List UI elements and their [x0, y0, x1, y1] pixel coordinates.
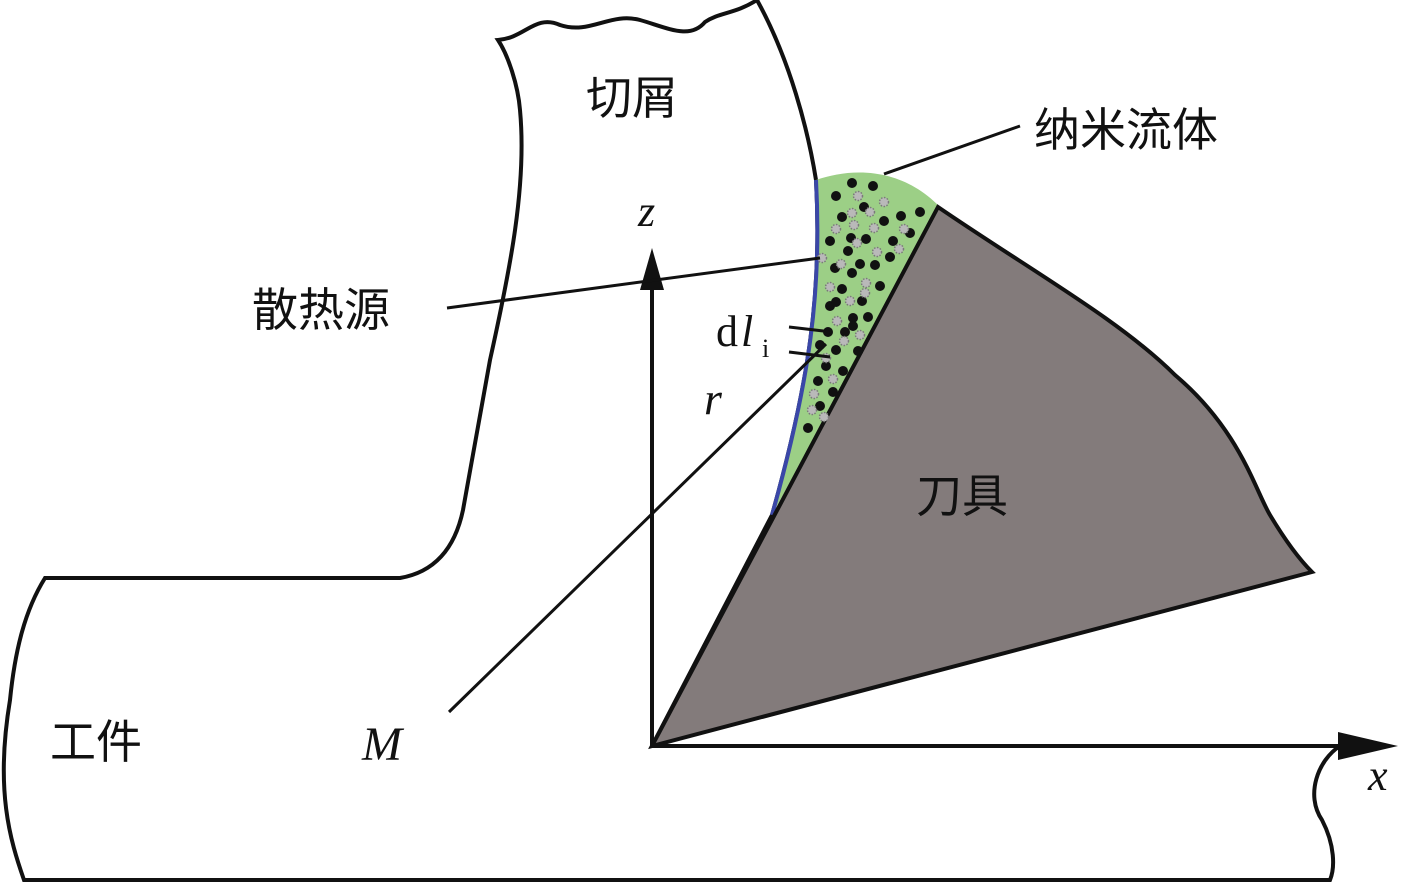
- particle-dot: [825, 236, 835, 246]
- x-axis-label: x: [1367, 751, 1388, 800]
- particle-dot: [875, 281, 885, 291]
- tool-label: 刀具: [916, 469, 1008, 523]
- particle-dot: [848, 321, 858, 331]
- particle-dot: [879, 216, 889, 226]
- particle-ring: [818, 411, 830, 423]
- particle-dot: [853, 346, 863, 356]
- particle-dot: [888, 236, 898, 246]
- particle-ring: [848, 219, 860, 231]
- particle-dot: [843, 246, 853, 256]
- radius-line: [447, 342, 828, 714]
- particle-dot: [885, 252, 895, 262]
- dl-sub-label: i: [762, 334, 769, 363]
- particle-dot: [838, 366, 848, 376]
- particle-dot: [831, 345, 841, 355]
- particle-ring: [835, 258, 847, 270]
- heat-source-leader: [446, 256, 821, 310]
- workpiece-label: 工件: [50, 715, 142, 769]
- particle-dot: [831, 191, 841, 201]
- nanoparticles: [803, 178, 925, 433]
- particle-ring: [859, 287, 871, 299]
- dl-d-label: d: [716, 307, 738, 356]
- particle-ring: [878, 196, 890, 208]
- point-m-label: M: [361, 718, 405, 771]
- particle-ring: [844, 295, 856, 307]
- heat-source-label: 散热源: [252, 283, 390, 337]
- particle-dot: [857, 296, 867, 306]
- particle-dot: [861, 234, 871, 244]
- particle-ring: [831, 315, 843, 327]
- particle-ring: [838, 335, 850, 347]
- particle-ring: [871, 246, 883, 258]
- workpiece-outline: [1, 0, 1347, 882]
- nanofluid-region: [772, 172, 940, 515]
- particle-ring: [860, 277, 872, 289]
- particle-dot: [837, 284, 847, 294]
- particle-ring: [830, 223, 842, 235]
- particle-ring: [816, 252, 828, 264]
- dl-tick-lower: [788, 350, 831, 359]
- particle-dot: [803, 423, 813, 433]
- particle-dot: [815, 401, 825, 411]
- particle-dot: [837, 212, 847, 222]
- particle-ring: [851, 237, 863, 249]
- particle-dot: [813, 376, 823, 386]
- tool-shape: [648, 204, 1316, 750]
- particle-ring: [846, 207, 858, 219]
- particle-dot: [821, 361, 831, 371]
- particle-dot: [828, 387, 838, 397]
- particle-ring: [868, 222, 880, 234]
- particle-ring: [806, 404, 818, 416]
- particle-dot: [840, 327, 850, 337]
- particle-ring: [824, 281, 836, 293]
- particle-dot: [863, 312, 873, 322]
- particle-dot: [847, 268, 857, 278]
- nanofluid-label: 纳米流体: [1034, 103, 1218, 157]
- particle-dot: [870, 260, 880, 270]
- nanofluid-leader: [883, 124, 1021, 176]
- particle-dot: [848, 313, 858, 323]
- particle-ring: [898, 223, 910, 235]
- dl-tick-upper: [788, 325, 833, 334]
- dl-l-label: l: [741, 307, 753, 356]
- chip-label: 切屑: [586, 71, 678, 125]
- x-axis-arrow: [1338, 732, 1398, 760]
- z-axis-label: z: [637, 187, 655, 236]
- particle-ring: [854, 329, 866, 341]
- radius-r-label: r: [704, 373, 723, 424]
- heat-source-line: [770, 179, 820, 516]
- particle-dot: [831, 297, 841, 307]
- particle-ring: [852, 190, 864, 202]
- particle-dot: [847, 178, 857, 188]
- particle-dot: [868, 181, 878, 191]
- particle-ring: [864, 206, 876, 218]
- particle-dot: [915, 207, 925, 217]
- particle-ring: [827, 373, 839, 385]
- particle-dot: [855, 259, 865, 269]
- particle-ring: [893, 243, 905, 255]
- particle-dot: [896, 211, 906, 221]
- particle-ring: [808, 388, 820, 400]
